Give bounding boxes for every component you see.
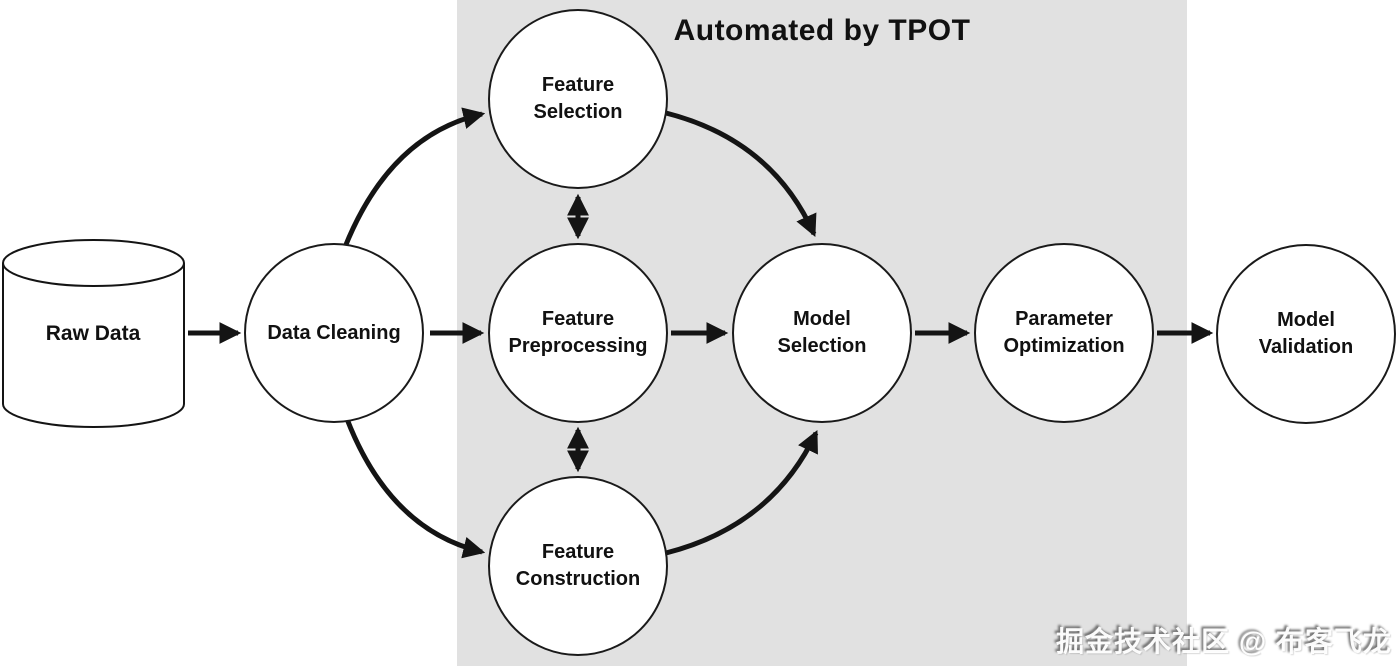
node-feature-selection: Feature Selection <box>488 9 668 189</box>
node-parameter-optimization: Parameter Optimization <box>974 243 1154 423</box>
edge-feature-selection-to-model-selection <box>665 110 817 238</box>
node-data-cleaning: Data Cleaning <box>244 243 424 423</box>
watermark-text: 掘金技术社区 @ 布客飞龙 <box>1056 626 1392 657</box>
edge-data-cleaning-to-feature-selection <box>342 107 486 248</box>
edge-data-cleaning-to-feature-construction <box>344 418 486 559</box>
node-parameter-optimization-label: Parameter Optimization <box>1003 308 1125 357</box>
node-raw-data-label: Raw Data <box>45 322 141 345</box>
node-model-validation-label: Model Validation <box>1258 309 1354 358</box>
node-feature-preprocessing-label: Feature Preprocessing <box>508 308 648 357</box>
node-feature-selection-label: Feature Selection <box>533 74 623 123</box>
node-model-validation: Model Validation <box>1216 244 1396 424</box>
node-model-selection-label: Model Selection <box>777 308 867 357</box>
node-feature-preprocessing: Feature Preprocessing <box>488 243 668 423</box>
node-feature-construction-label: Feature Construction <box>515 541 641 590</box>
node-model-selection: Model Selection <box>732 243 912 423</box>
node-feature-construction: Feature Construction <box>488 476 668 656</box>
edge-feature-construction-to-model-selection <box>665 430 819 556</box>
node-raw-data-cylinder <box>2 239 185 428</box>
region-title: Automated by TPOT <box>673 14 971 47</box>
node-data-cleaning-label: Data Cleaning <box>267 321 401 344</box>
